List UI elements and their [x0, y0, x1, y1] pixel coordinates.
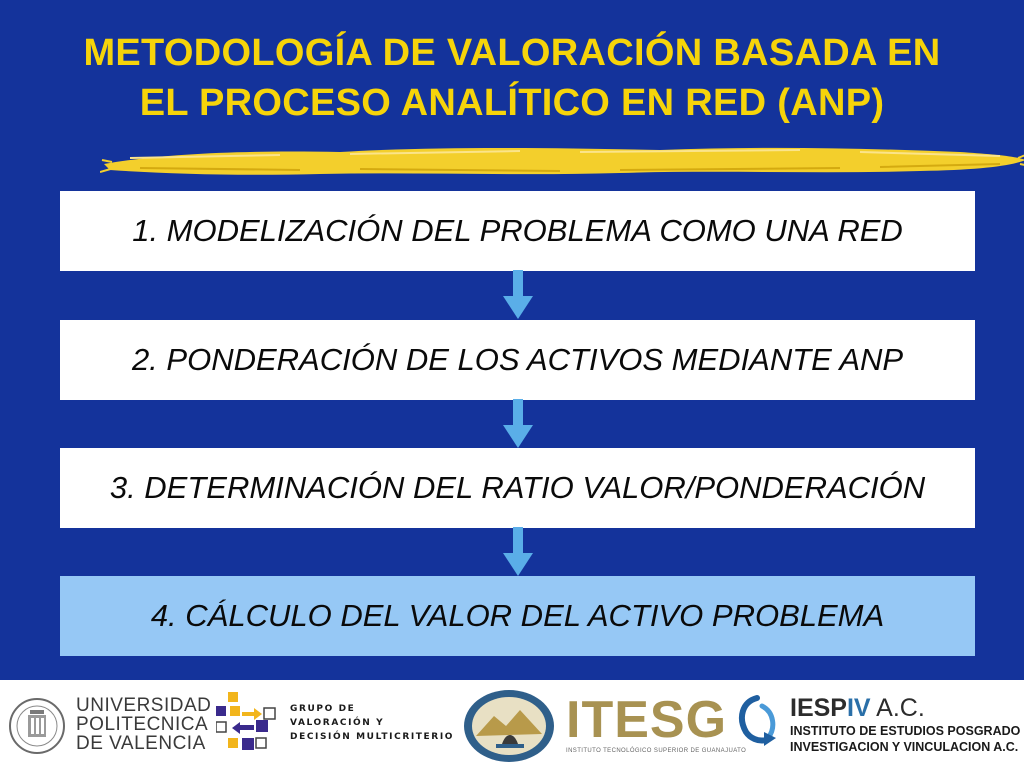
- step-1-box: 1. MODELIZACIÓN DEL PROBLEMA COMO UNA RE…: [60, 191, 975, 271]
- itesg-name: ITESG: [566, 691, 728, 749]
- slide-title: METODOLOGÍA DE VALORACIÓN BASADA EN EL P…: [0, 28, 1024, 128]
- grupo-line-2: VALORACIÓN Y: [290, 718, 385, 728]
- grupo-name: GRUPO DE VALORACIÓN Y DECISIÓN MULTICRIT…: [290, 702, 454, 744]
- logo-footer: UNIVERSIDAD POLITECNICA DE VALENCIA GRUP…: [0, 680, 1024, 768]
- arrow-down-icon: [503, 399, 533, 448]
- title-line-2: EL PROCESO ANALÍTICO EN RED (ANP): [139, 82, 885, 124]
- iespiv-swirl-logo: [739, 695, 776, 746]
- upv-line-1: UNIVERSIDAD: [76, 695, 212, 716]
- iespiv-name: IESPIV A.C.: [790, 694, 925, 722]
- title-line-1: METODOLOGÍA DE VALORACIÓN BASADA EN: [83, 32, 941, 74]
- iespiv-name-suffix: A.C.: [870, 694, 925, 722]
- arrow-down-icon: [503, 270, 533, 319]
- grupo-line-3: DECISIÓN MULTICRITERIO: [290, 732, 455, 742]
- upv-line-3: DE VALENCIA: [76, 733, 206, 754]
- upv-name: UNIVERSIDAD POLITECNICA DE VALENCIA: [76, 696, 211, 753]
- grupo-valoracion-logo: [216, 692, 276, 750]
- itesg-subtitle: INSTITUTO TECNOLÓGICO SUPERIOR DE GUANAJ…: [566, 748, 747, 754]
- step-3-label: 3. DETERMINACIÓN DEL RATIO VALOR/PONDERA…: [109, 470, 926, 505]
- step-1-label: 1. MODELIZACIÓN DEL PROBLEMA COMO UNA RE…: [132, 213, 903, 248]
- upv-line-2: POLITECNICA: [76, 714, 209, 735]
- arrow-down-icon: [503, 527, 533, 576]
- step-4-box: 4. CÁLCULO DEL VALOR DEL ACTIVO PROBLEMA: [60, 576, 975, 656]
- step-2-box: 2. PONDERACIÓN DE LOS ACTIVOS MEDIANTE A…: [60, 320, 975, 400]
- itesg-seal-logo: [464, 690, 554, 762]
- step-3-box: 3. DETERMINACIÓN DEL RATIO VALOR/PONDERA…: [60, 448, 975, 528]
- iespiv-line-1: INSTITUTO DE ESTUDIOS POSGRADO: [790, 724, 1021, 738]
- grupo-line-1: GRUPO DE: [290, 704, 356, 714]
- step-4-label: 4. CÁLCULO DEL VALOR DEL ACTIVO PROBLEMA: [150, 598, 885, 633]
- title-underline-brushstroke: [100, 147, 1024, 175]
- iespiv-line-2: INVESTIGACION Y VINCULACION A.C.: [790, 740, 1019, 754]
- iespiv-name-iv: IV: [846, 694, 871, 722]
- slide: METODOLOGÍA DE VALORACIÓN BASADA EN EL P…: [0, 28, 1024, 656]
- upv-seal-logo: [9, 698, 65, 754]
- step-2-label: 2. PONDERACIÓN DE LOS ACTIVOS MEDIANTE A…: [131, 342, 904, 377]
- iespiv-name-prefix: IESP: [790, 694, 847, 722]
